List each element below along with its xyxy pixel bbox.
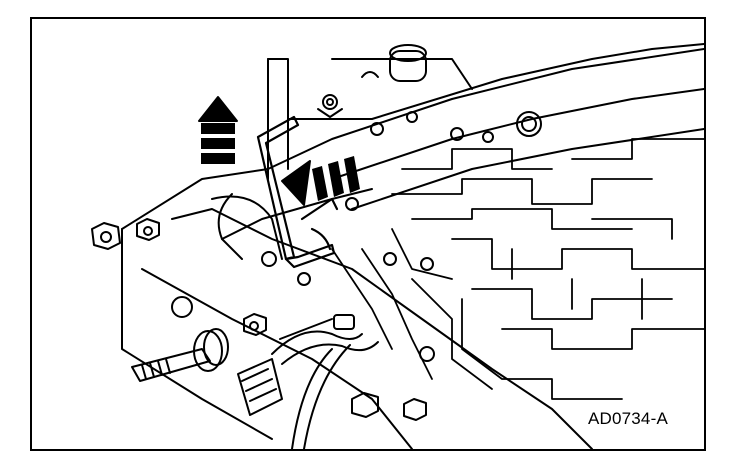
valve-body-casting bbox=[121, 48, 704, 449]
arrow-up-callout bbox=[198, 96, 238, 164]
upper-housing-plate bbox=[267, 43, 704, 180]
valve-passages bbox=[331, 138, 704, 400]
figure-code-label: AD0734-A bbox=[587, 409, 668, 428]
gasket-flange bbox=[217, 111, 542, 362]
arrow-left-callout bbox=[281, 156, 360, 206]
wiring-harness bbox=[237, 314, 379, 449]
mounting-bolts bbox=[91, 218, 427, 421]
figure-frame: AD0734-A bbox=[30, 17, 706, 451]
hex-key-tool bbox=[256, 115, 339, 269]
valve-body-illustration bbox=[91, 43, 704, 449]
threaded-stud bbox=[131, 328, 229, 382]
